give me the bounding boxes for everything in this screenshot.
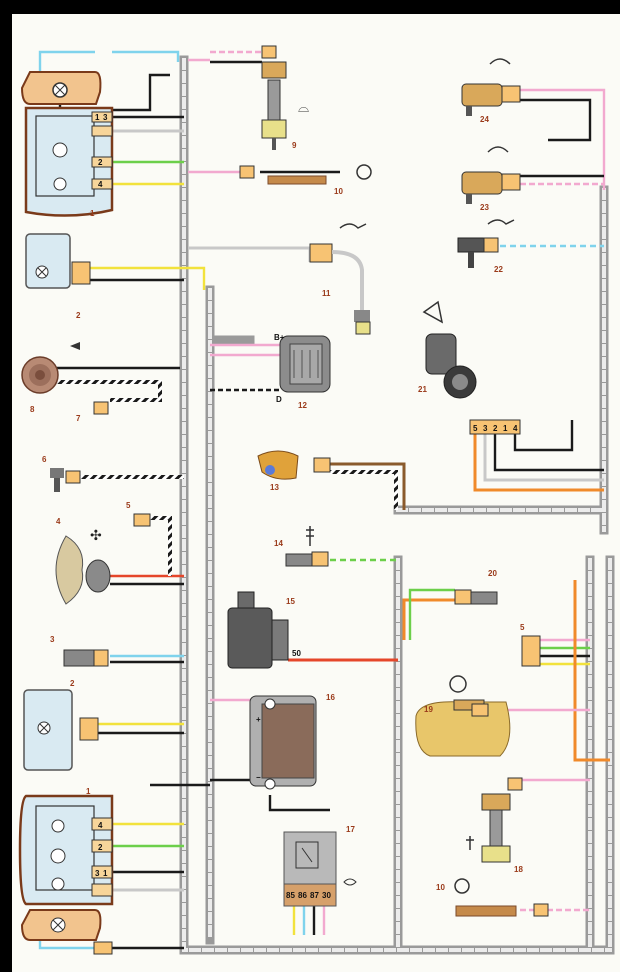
thermometer-icon (466, 836, 474, 850)
generator: B+ D 12 (274, 333, 331, 410)
component-number: 18 (514, 865, 523, 874)
brake-pad-sensor-bottom: 10 (436, 878, 549, 917)
component-number: 24 (480, 115, 489, 124)
pin-label: + (256, 715, 261, 724)
horn-icon (70, 342, 80, 350)
component-number: 21 (418, 385, 427, 394)
component-number: 10 (334, 187, 343, 196)
component-number: 9 (292, 141, 297, 150)
component-number: 14 (274, 539, 283, 548)
component-number: 12 (298, 401, 307, 410)
washer-switch-9: ⌓ 9 (261, 45, 309, 150)
fan-icon: ✣ (90, 527, 102, 543)
pin-label: D (276, 395, 282, 404)
starter-motor: 50 15 (227, 591, 301, 669)
oil-pressure-sensor-11: 11 (309, 223, 371, 335)
component-number: 23 (480, 203, 489, 212)
pin-label: 50 (292, 649, 301, 658)
component-number: 5 (126, 501, 131, 510)
brake-fluid-reservoir-19: 19 (415, 675, 511, 757)
oil-level-sensor-22: 22 (457, 219, 515, 274)
wiper-icon (422, 300, 444, 324)
washer-icon (489, 58, 511, 65)
brake-fluid-sensor-18: 18 (466, 777, 523, 874)
component-number: 19 (424, 705, 433, 714)
temperature-sensor-14: 14 (274, 526, 329, 567)
oil-can-icon (339, 223, 367, 229)
component-number: 7 (76, 414, 81, 423)
fog-lamp-relay: 85 86 87 30 17 (283, 825, 357, 907)
sensor-20: 20 (454, 569, 498, 605)
component-number: 13 (270, 483, 279, 492)
sensor-6: 6 (42, 455, 81, 492)
pin-label: 2 (493, 424, 498, 433)
pin-label: 87 (310, 891, 319, 900)
washer-pump-24: 24 (461, 58, 521, 124)
fuel-level-sender-13: 13 (257, 450, 331, 492)
component-number: 20 (488, 569, 497, 578)
component-number: 2 (76, 311, 81, 320)
fog-light-icon (343, 878, 357, 886)
wiper-icon: ⌓ (298, 99, 309, 115)
component-number: 6 (42, 455, 47, 464)
brake-icon (449, 675, 467, 693)
pin-label: 5 (473, 424, 478, 433)
washer-pump-23: 23 (461, 146, 521, 212)
radiator-fan: ✣ 5 4 (55, 501, 151, 605)
pin-label: 3 (95, 869, 100, 878)
component-number: 8 (30, 405, 35, 414)
brake-icon (356, 164, 372, 180)
brake-pad-sensor-top: 10 (239, 164, 372, 196)
component-number: 15 (286, 597, 295, 606)
pin-label: − (256, 773, 261, 782)
component-number: 4 (56, 517, 61, 526)
oil-can-icon (487, 219, 515, 225)
pin-label: 4 (98, 180, 103, 189)
pin-label: 2 (98, 158, 103, 167)
pin-label: 3 (103, 113, 108, 122)
pin-label: 2 (98, 843, 103, 852)
component-number: 22 (494, 265, 503, 274)
pin-label: 4 (98, 821, 103, 830)
component-number: 3 (50, 635, 55, 644)
headlamp-bottom: 4 2 3 1 1 (18, 787, 114, 955)
horn: 8 7 (21, 342, 109, 423)
pin-label: 85 (286, 891, 295, 900)
pin-label: 3 (483, 424, 488, 433)
component-number: 1 (90, 209, 95, 218)
brake-icon (454, 878, 470, 894)
pin-label: B+ (274, 333, 285, 342)
headlamp-top: 1 3 2 4 1 (20, 71, 114, 218)
wires (38, 50, 610, 950)
battery: + − 16 (249, 693, 335, 790)
side-lamp-bottom: 2 (23, 679, 99, 771)
component-number: 11 (322, 289, 331, 298)
pin-label: 1 (503, 424, 508, 433)
wiper-motor: 5 3 2 1 4 21 (418, 300, 521, 435)
pin-label: 1 (95, 113, 100, 122)
component-number: 10 (436, 883, 445, 892)
washer-icon (487, 146, 509, 153)
pin-label: 86 (298, 891, 307, 900)
pin-label: 30 (322, 891, 331, 900)
component-number: 5 (520, 623, 525, 632)
pin-label: 4 (513, 424, 518, 433)
component-number: 2 (70, 679, 75, 688)
pin-label: 1 (103, 869, 108, 878)
side-lamp-top: 2 (25, 233, 91, 320)
component-number: 17 (346, 825, 355, 834)
connector-5-right: 5 (520, 623, 541, 667)
component-number: 1 (86, 787, 91, 796)
thermometer-icon (306, 526, 314, 546)
sensor-3: 3 (50, 635, 109, 667)
component-number: 16 (326, 693, 335, 702)
